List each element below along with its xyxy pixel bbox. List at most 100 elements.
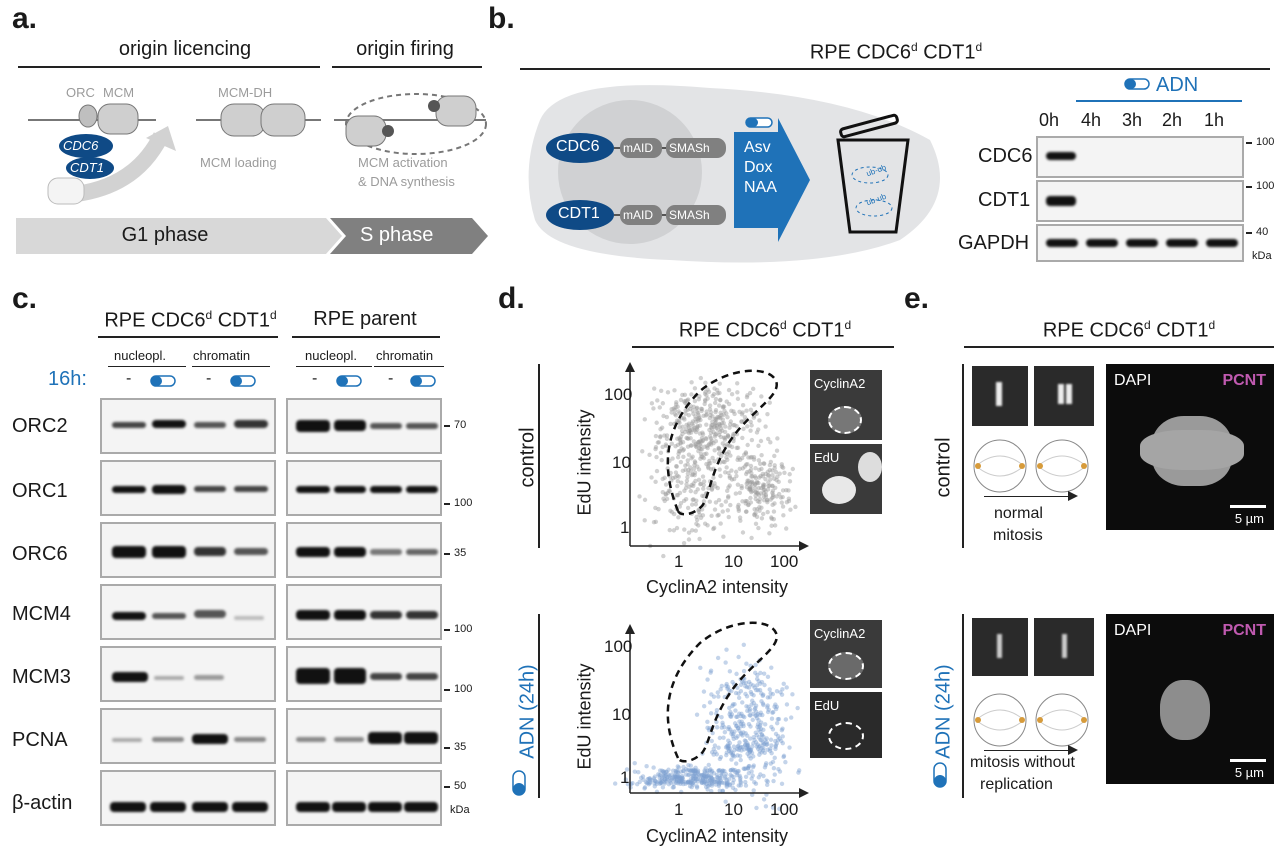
scatter-point (769, 516, 774, 521)
scatter-point (701, 781, 707, 786)
scatter-point (646, 776, 652, 781)
scatter-point (765, 705, 770, 710)
scatter-point (685, 397, 691, 402)
scatter-point (726, 514, 731, 520)
e-dapi-image-adn: DAPI PCNT 5 µm (1106, 614, 1274, 784)
scatter-point (762, 750, 767, 755)
e-without-2: replication (980, 776, 1053, 793)
scatter-point (751, 457, 757, 462)
scatter-point (700, 430, 705, 435)
scatter-point (769, 743, 774, 748)
c-blot-orc6-a (100, 522, 276, 578)
scatter-point (734, 445, 739, 451)
scatter-point (709, 440, 714, 445)
scatter-point (709, 779, 714, 784)
e-mitosis-img-2 (1034, 366, 1094, 426)
scatter-point (759, 750, 764, 755)
scatter-point (768, 459, 774, 465)
scatter-point (760, 740, 766, 745)
scatter-point (730, 753, 735, 758)
scatter-point (747, 708, 752, 714)
scatter-point (713, 500, 719, 505)
scatter-point (754, 805, 759, 811)
scatter-point (717, 735, 723, 741)
scatter-point (746, 502, 751, 508)
scatter-point (658, 450, 664, 456)
scatter-point (719, 715, 724, 720)
scatter-point (716, 497, 722, 503)
scatter-point (772, 466, 777, 471)
scatter-point (721, 435, 727, 440)
cdc6-construct-label: CDC6 (556, 138, 600, 155)
scatter-point (754, 683, 760, 688)
scatter-point (790, 692, 795, 697)
scatter-point (747, 763, 752, 769)
scatter-point (681, 447, 687, 452)
scatter-point (771, 509, 777, 514)
scatter-point (700, 776, 706, 781)
scatter-point (750, 711, 756, 717)
scatter-point (743, 498, 748, 504)
scatter-point (721, 420, 726, 426)
scatter-point (655, 398, 660, 403)
scatter-point (728, 419, 734, 424)
scatter-point (673, 774, 678, 779)
c-blot-mcm3-a (100, 646, 276, 702)
c-blot-orc1-b (286, 460, 442, 516)
scatter-point (763, 494, 769, 499)
scatter-point (687, 784, 693, 789)
scatter-point (702, 401, 707, 407)
scatter-point (718, 778, 724, 783)
scatter-point (757, 418, 762, 423)
scatter-point (659, 768, 665, 773)
scatter-point (670, 475, 676, 481)
scatter-point (727, 443, 732, 448)
scatter-point (652, 778, 658, 784)
scatter-point (671, 406, 676, 411)
scatter-point (703, 766, 708, 771)
scatter-point (690, 408, 695, 413)
scatter-point (701, 499, 707, 504)
scatter-point (740, 744, 745, 750)
scatter-point (688, 465, 693, 470)
scatter-point (760, 701, 766, 706)
scatter-point (718, 423, 723, 429)
mcm-dh-label: MCM-DH (218, 85, 273, 100)
scatter-point (729, 749, 734, 754)
maid-tag-2: mAID (623, 208, 653, 222)
scatter-point (685, 768, 690, 773)
scatter-point (667, 489, 673, 494)
scatter-point (784, 487, 789, 493)
scatter-point (724, 442, 730, 447)
scatter-point (727, 688, 732, 693)
scatter-point (718, 780, 723, 785)
scatter-point (711, 694, 717, 699)
scatter-point (749, 470, 754, 476)
scatter-point (703, 389, 708, 395)
scatter-point (707, 461, 713, 466)
scatter-point (707, 415, 713, 421)
scatter-point (749, 691, 754, 697)
scatter-point (704, 774, 710, 780)
scatter-point (733, 708, 738, 713)
scatter-point (729, 731, 734, 736)
cdc6-oval-label: CDC6 (63, 138, 99, 153)
scatter-point (748, 480, 754, 485)
scatter-point (661, 413, 666, 419)
scatter-point (662, 475, 667, 481)
scatter-point (686, 772, 691, 778)
scatter-point (694, 409, 700, 414)
scatter-point (744, 469, 750, 475)
scatter-point (702, 780, 708, 785)
scatter-point (749, 489, 754, 495)
scatter-point (702, 768, 707, 773)
scatter-point (755, 688, 761, 693)
scatter-point (660, 490, 665, 495)
scatter-point (745, 742, 751, 748)
scatter-point (642, 786, 647, 791)
scatter-point (725, 414, 730, 420)
scatter-point (713, 432, 718, 437)
scatter-point (779, 464, 785, 469)
scatter-point (735, 457, 740, 463)
scatter-point (682, 527, 687, 532)
